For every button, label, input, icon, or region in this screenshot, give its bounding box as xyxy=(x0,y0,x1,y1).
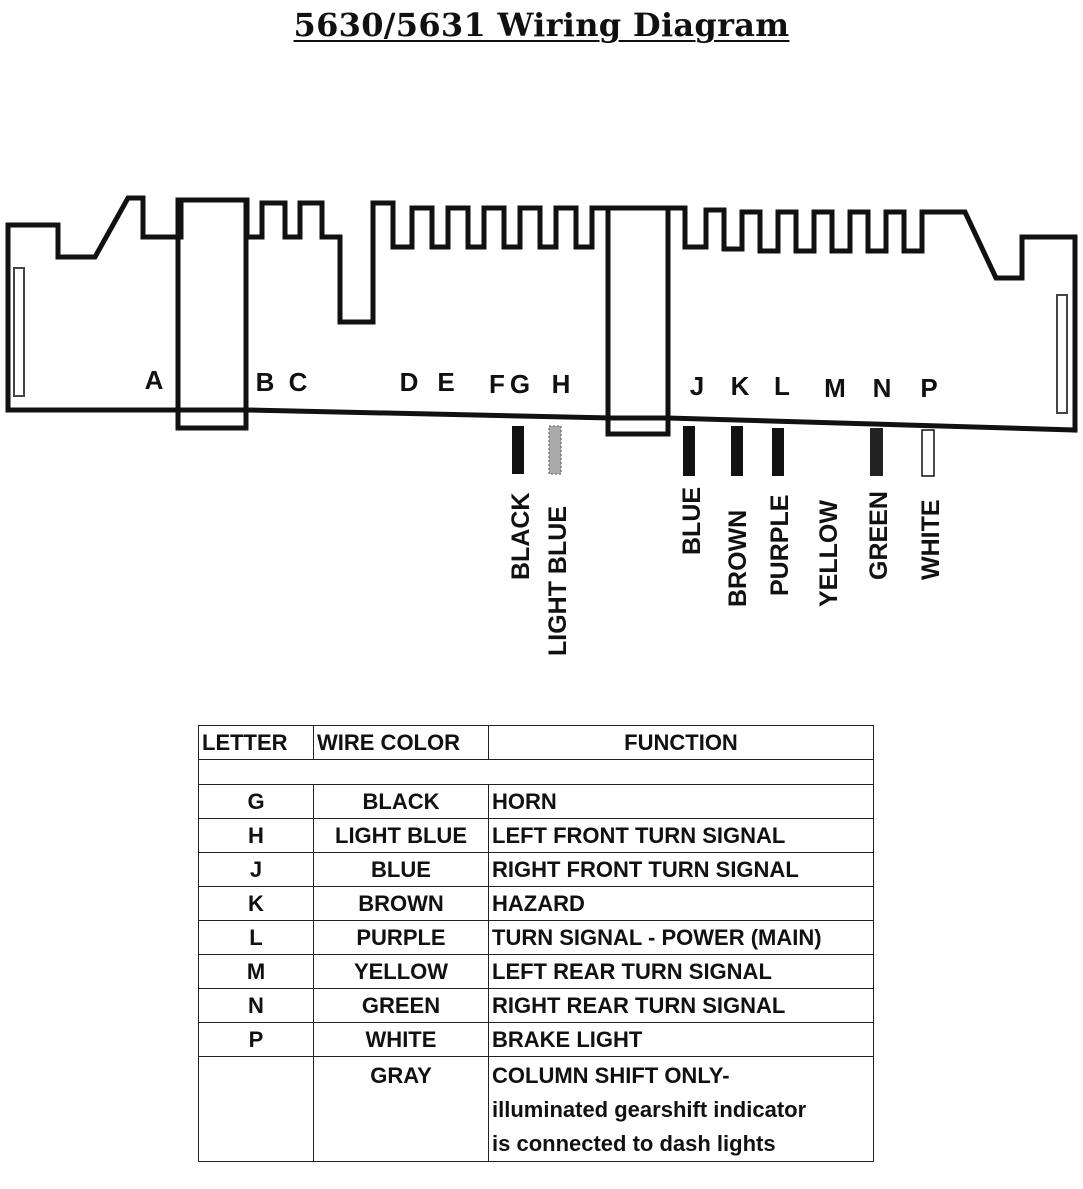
row-wire-color: BROWN xyxy=(313,886,489,921)
pin-letter-h: H xyxy=(552,369,571,399)
connector-body xyxy=(5,195,1078,433)
wire-label-black: BLACK xyxy=(507,493,535,581)
wire-label-white: WHITE xyxy=(917,499,945,580)
row-function: LEFT FRONT TURN SIGNAL xyxy=(488,818,874,853)
row-function: TURN SIGNAL - POWER (MAIN) xyxy=(488,920,874,955)
header-letter: LETTER xyxy=(198,725,314,760)
pin-letter-g: G xyxy=(510,369,530,399)
pin-letter-a: A xyxy=(145,365,164,395)
table-row: K BROWN HAZARD xyxy=(198,886,874,921)
row-wire-color: GRAY xyxy=(313,1056,489,1162)
table-row: H LIGHT BLUE LEFT FRONT TURN SIGNAL xyxy=(198,818,874,853)
table-row: M YELLOW LEFT REAR TURN SIGNAL xyxy=(198,954,874,989)
row-function: RIGHT FRONT TURN SIGNAL xyxy=(488,852,874,887)
note-line-2: illuminated gearshift indicator xyxy=(492,1097,807,1122)
row-letter: K xyxy=(198,886,314,921)
pin-letter-j: J xyxy=(690,371,704,401)
note-line-3: is connected to dash lights xyxy=(492,1131,776,1156)
wire-label-yellow: YELLOW xyxy=(815,500,843,607)
row-letter: H xyxy=(198,818,314,853)
pin-letter-k: K xyxy=(731,371,750,401)
table-row: G BLACK HORN xyxy=(198,784,874,819)
table-row: N GREEN RIGHT REAR TURN SIGNAL xyxy=(198,988,874,1023)
table-row: J BLUE RIGHT FRONT TURN SIGNAL xyxy=(198,852,874,887)
row-wire-color: BLACK xyxy=(313,784,489,819)
connector-diagram: A B C D E F G H J K L M N P BLACK LIGHT … xyxy=(5,195,1078,656)
pin-letter-e: E xyxy=(437,367,454,397)
wire-function-table: LETTER WIRE COLOR FUNCTION G BLACK HORN … xyxy=(198,725,874,1162)
wire-label-blue: BLUE xyxy=(678,487,706,555)
row-letter: P xyxy=(198,1022,314,1057)
pin-letter-m: M xyxy=(824,373,846,403)
pin-letter-d: D xyxy=(400,367,419,397)
pin-letter-f: F xyxy=(489,369,505,399)
table-row: P WHITE BRAKE LIGHT xyxy=(198,1022,874,1057)
side-latch-left xyxy=(13,267,25,397)
table-spacer-row xyxy=(198,759,874,785)
pin-letter-c: C xyxy=(289,367,308,397)
wire-label-green: GREEN xyxy=(865,491,893,580)
row-letter: L xyxy=(198,920,314,955)
wire-label-light-blue: LIGHT BLUE xyxy=(544,506,572,656)
pin-letter-b: B xyxy=(256,367,275,397)
row-letter: M xyxy=(198,954,314,989)
row-letter: G xyxy=(198,784,314,819)
wire-stub-blue xyxy=(683,426,695,476)
wire-stub-white xyxy=(921,429,935,477)
wire-stub-brown xyxy=(731,426,743,476)
pin-letter-l: L xyxy=(774,371,790,401)
row-wire-color: LIGHT BLUE xyxy=(313,818,489,853)
row-function: HAZARD xyxy=(488,886,874,921)
row-function: BRAKE LIGHT xyxy=(488,1022,874,1057)
wire-stub-purple xyxy=(772,428,784,476)
row-function: RIGHT REAR TURN SIGNAL xyxy=(488,988,874,1023)
diagram-title: 5630/5631 Wiring Diagram xyxy=(293,6,790,44)
row-function: LEFT REAR TURN SIGNAL xyxy=(488,954,874,989)
row-function-note: COLUMN SHIFT ONLY- illuminated gearshift… xyxy=(488,1056,874,1162)
locking-tab-left xyxy=(175,197,249,431)
row-wire-color: BLUE xyxy=(313,852,489,887)
row-wire-color: YELLOW xyxy=(313,954,489,989)
header-wire-color: WIRE COLOR xyxy=(313,725,489,760)
row-wire-color: WHITE xyxy=(313,1022,489,1057)
row-letter-empty xyxy=(198,1056,314,1162)
wire-label-purple: PURPLE xyxy=(766,495,794,596)
table-row-gray: GRAY COLUMN SHIFT ONLY- illuminated gear… xyxy=(198,1056,874,1162)
pin-letter-n: N xyxy=(873,373,892,403)
row-wire-color: PURPLE xyxy=(313,920,489,955)
side-latch-right xyxy=(1056,294,1068,414)
locking-tab-right xyxy=(605,205,671,437)
wire-label-brown: BROWN xyxy=(724,510,752,607)
wire-stub-black xyxy=(512,426,524,474)
row-letter: N xyxy=(198,988,314,1023)
table-row: L PURPLE TURN SIGNAL - POWER (MAIN) xyxy=(198,920,874,955)
row-function: HORN xyxy=(488,784,874,819)
pin-letter-p: P xyxy=(920,373,937,403)
table-header-row: LETTER WIRE COLOR FUNCTION xyxy=(198,725,874,760)
note-line-1: COLUMN SHIFT ONLY- xyxy=(492,1063,730,1088)
wire-stub-green xyxy=(870,428,883,476)
row-letter: J xyxy=(198,852,314,887)
header-function: FUNCTION xyxy=(488,725,874,760)
wire-stub-light-blue xyxy=(548,425,562,475)
row-wire-color: GREEN xyxy=(313,988,489,1023)
